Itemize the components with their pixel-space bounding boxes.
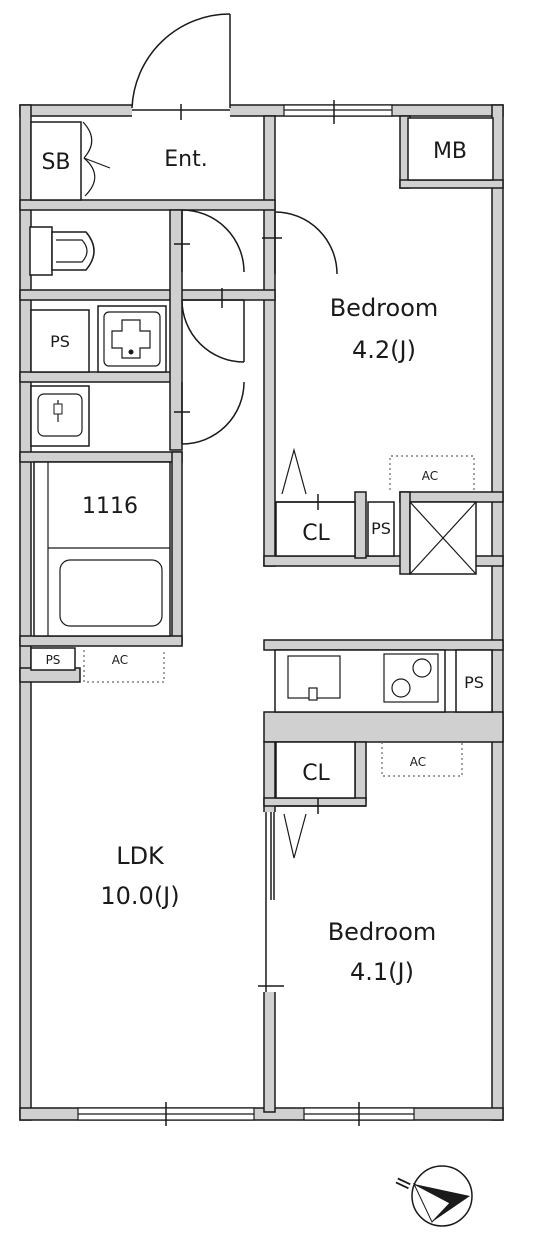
ps-washroom-label: PS (50, 332, 70, 351)
bath-unit: 1116 (33, 461, 171, 637)
bedroom-2-size: 4.1(J) (350, 958, 414, 986)
bedroom-1-door (262, 211, 338, 275)
window-bedroom-1-top (283, 100, 393, 124)
bath-unit-label: 1116 (82, 494, 138, 519)
ldk-name: LDK (116, 842, 165, 870)
washing-machine-pan (97, 305, 167, 373)
entrance-door (131, 13, 231, 120)
ldk-size: 10.0(J) (100, 882, 179, 910)
shoe-box: SB (30, 121, 111, 201)
kitchen-counter (274, 649, 446, 713)
ac-bedroom-2: AC (381, 742, 463, 777)
washroom-door (181, 288, 245, 363)
ps-bedroom: PS (367, 501, 395, 557)
closet-1: CL (275, 447, 356, 557)
closet-2-label: CL (302, 761, 330, 786)
closet-1-label: CL (302, 521, 330, 546)
ps-kitchen: PS (455, 649, 493, 713)
washroom-door-2 (174, 381, 245, 445)
meter-box-label: MB (433, 139, 467, 164)
closet-2: CL (275, 741, 366, 859)
ac-bedroom-2-label: AC (410, 755, 426, 769)
shaft (409, 501, 477, 575)
toilet (29, 226, 95, 276)
ac-ldk: AC (83, 650, 165, 683)
window-bedroom-2-bottom (303, 1102, 415, 1126)
wash-basin (30, 385, 90, 447)
ps-bath-label: PS (46, 653, 61, 667)
sliding-door (258, 812, 284, 992)
ps-bath: PS (30, 647, 76, 671)
toilet-door (174, 209, 245, 273)
window-ldk-bottom (77, 1102, 255, 1126)
meter-box: MB (407, 117, 494, 181)
shoe-box-label: SB (41, 150, 70, 175)
compass: = (389, 1165, 473, 1227)
bedroom-1-size: 4.2(J) (352, 336, 416, 364)
ps-bedroom-label: PS (371, 519, 391, 538)
bedroom-1-name: Bedroom (330, 294, 439, 322)
ps-kitchen-label: PS (464, 673, 484, 692)
ac-bedroom-1: AC (389, 455, 475, 490)
ac-ldk-label: AC (112, 653, 128, 667)
entrance-label: Ent. (164, 147, 207, 172)
windows (77, 100, 415, 1126)
ac-bedroom-1-label: AC (422, 469, 438, 483)
bedroom-2-name: Bedroom (328, 918, 437, 946)
ps-washroom: PS (30, 309, 90, 373)
